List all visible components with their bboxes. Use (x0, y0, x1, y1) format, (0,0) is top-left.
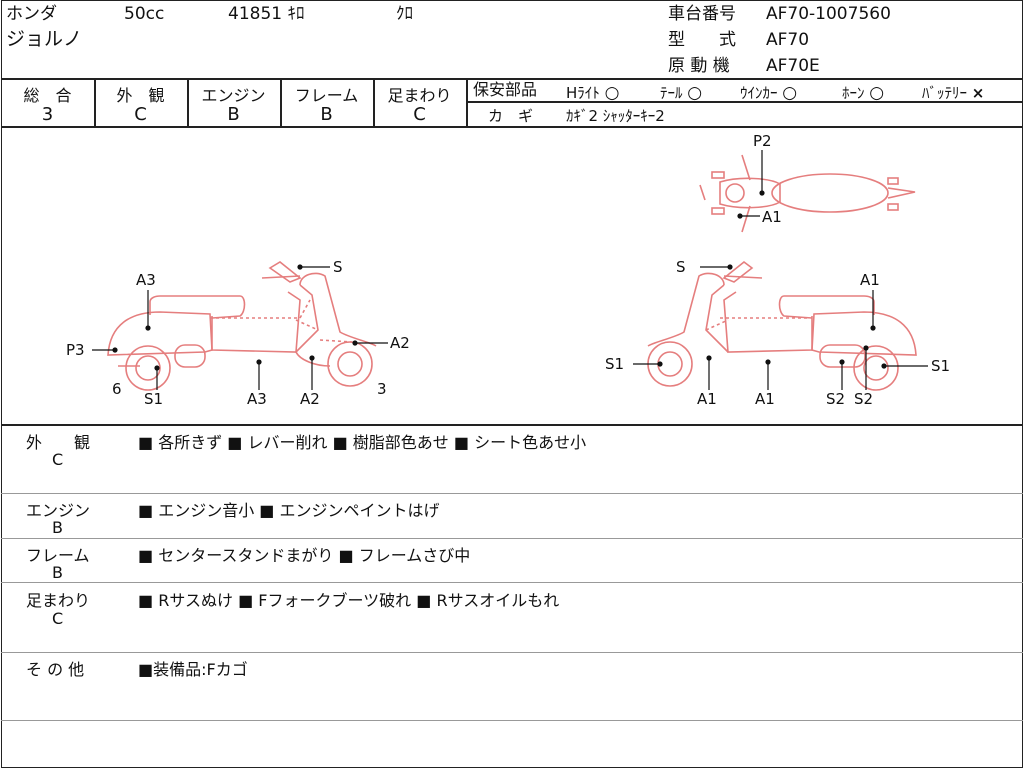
label-a2-bottom: A2 (300, 390, 320, 408)
header-divider (1, 78, 1023, 80)
section-title: 足まわり (26, 591, 91, 610)
grade-label: フレーム (294, 86, 359, 105)
engine-label: 原 動 機 (668, 56, 730, 76)
label-p2: P2 (753, 132, 772, 150)
notes-divider-2 (1, 538, 1023, 539)
grid-v1 (94, 78, 96, 126)
safety-item-status: ○ (782, 83, 798, 103)
label-a3-top: A3 (136, 271, 156, 289)
damage-diagram: A3 S P3 A2 6 S1 A3 A2 3 S A1 S1 S1 A1 A1… (66, 132, 950, 408)
section-title: エンジン (26, 501, 91, 520)
safety-divider (467, 101, 1023, 103)
label-a1-topview: A1 (762, 208, 782, 226)
notes-divider-1 (1, 493, 1023, 494)
label-three: 3 (377, 380, 387, 398)
section-notes: ■ エンジン音小 ■ エンジンペイントはげ (138, 501, 440, 520)
model-name: ジョルノ (6, 28, 83, 50)
safety-item-name: ﾊﾞｯﾃﾘｰ (922, 84, 968, 102)
grade-label: 足まわり (387, 86, 452, 105)
label-a2-right: A2 (390, 334, 410, 352)
safety-item-tail: ﾃｰﾙ ○ (660, 82, 702, 103)
section-title: フレーム (26, 546, 90, 565)
safety-item-status: ○ (604, 83, 620, 103)
section-notes: ■装備品:Fカゴ (138, 660, 248, 679)
section-grade: C (52, 609, 64, 628)
label-six: 6 (112, 380, 122, 398)
grid-v4 (373, 78, 375, 126)
label-s-left: S (333, 258, 343, 276)
notes-divider-top (1, 424, 1023, 426)
grade-label: 外 観 (116, 86, 165, 105)
section-grade: C (52, 450, 64, 469)
label-a3-bottom: A3 (247, 390, 267, 408)
label-a1-b1: A1 (697, 390, 717, 408)
section-title: そ の 他 (26, 660, 85, 679)
label-s1-right-left: S1 (605, 355, 624, 373)
grid-v3 (280, 78, 282, 126)
section-grade: B (52, 518, 63, 537)
label-s1-right: S1 (931, 357, 950, 375)
notes-divider-4 (1, 652, 1023, 653)
safety-item-horn: ﾎｰﾝ ○ (842, 82, 884, 103)
mileage-text: 41851 ｷﾛ (228, 4, 305, 24)
notes-divider-3 (1, 582, 1023, 583)
key-label: カ ギ (488, 107, 534, 125)
left-scooter-illustration (107, 261, 377, 391)
color-text: ｸﾛ (396, 4, 413, 24)
safety-item-name: Hﾗｲﾄ (566, 84, 600, 102)
engine-code-value: AF70E (766, 56, 820, 76)
grade-frame: フレーム B (280, 79, 373, 126)
grade-value: C (413, 104, 426, 125)
grades-divider (1, 126, 1023, 128)
right-scooter-illustration (647, 260, 917, 391)
frame-no-label: 車台番号 (668, 4, 736, 24)
grade-value: C (134, 104, 147, 125)
label-a1-top: A1 (860, 271, 880, 289)
safety-item-name: ﾎｰﾝ (842, 84, 865, 102)
model-label: 型 式 (668, 30, 736, 50)
grade-suspension: 足まわり C (373, 79, 466, 126)
grade-value: B (227, 104, 240, 125)
label-s2-b: S2 (854, 390, 873, 408)
safety-item-name: ｳｲﾝｶｰ (740, 84, 778, 102)
safety-item-headlight: Hﾗｲﾄ ○ (566, 82, 619, 103)
safety-item-winker: ｳｲﾝｶｰ ○ (740, 82, 797, 103)
frame-no-value: AF70-1007560 (766, 4, 891, 24)
section-notes: ■ 各所きず ■ レバー削れ ■ 樹脂部色あせ ■ シート色あせ小 (138, 433, 587, 452)
safety-label: 保安部品 (473, 80, 538, 99)
safety-item-status: ○ (687, 83, 703, 103)
section-title: 外 観 (26, 433, 91, 452)
grid-v2 (187, 78, 189, 126)
grade-label: エンジン (201, 86, 266, 105)
safety-item-battery: ﾊﾞｯﾃﾘｰ × (922, 82, 984, 103)
safety-item-status: ○ (869, 83, 885, 103)
grade-engine: エンジン B (187, 79, 280, 126)
key-value: ｶｷﾞ2 ｼｬｯﾀｰｷｰ2 (566, 107, 665, 125)
notes-divider-5 (1, 720, 1023, 721)
section-notes: ■ センタースタンドまがり ■ フレームさび中 (138, 546, 471, 565)
label-s2-a: S2 (826, 390, 845, 408)
model-code-value: AF70 (766, 30, 810, 50)
label-p3: P3 (66, 341, 85, 359)
top-view-illustration (699, 154, 916, 233)
grade-exterior: 外 観 C (94, 79, 187, 126)
safety-item-name: ﾃｰﾙ (660, 84, 683, 102)
grade-value: 3 (41, 104, 54, 125)
grade-overall: 総 合 3 (1, 79, 94, 126)
maker-text: ホンダ (6, 4, 57, 24)
grid-v5 (466, 78, 468, 126)
grade-label: 総 合 (23, 86, 72, 105)
section-grade: B (52, 563, 63, 582)
label-a1-b2: A1 (755, 390, 775, 408)
displacement-text: 50cc (124, 4, 165, 24)
label-s1-left: S1 (144, 390, 163, 408)
label-s-right: S (676, 258, 686, 276)
safety-item-status: × (971, 84, 985, 102)
grade-value: B (320, 104, 333, 125)
section-notes: ■ Rサスぬけ ■ Fフォークブーツ破れ ■ Rサスオイルもれ (138, 591, 560, 610)
